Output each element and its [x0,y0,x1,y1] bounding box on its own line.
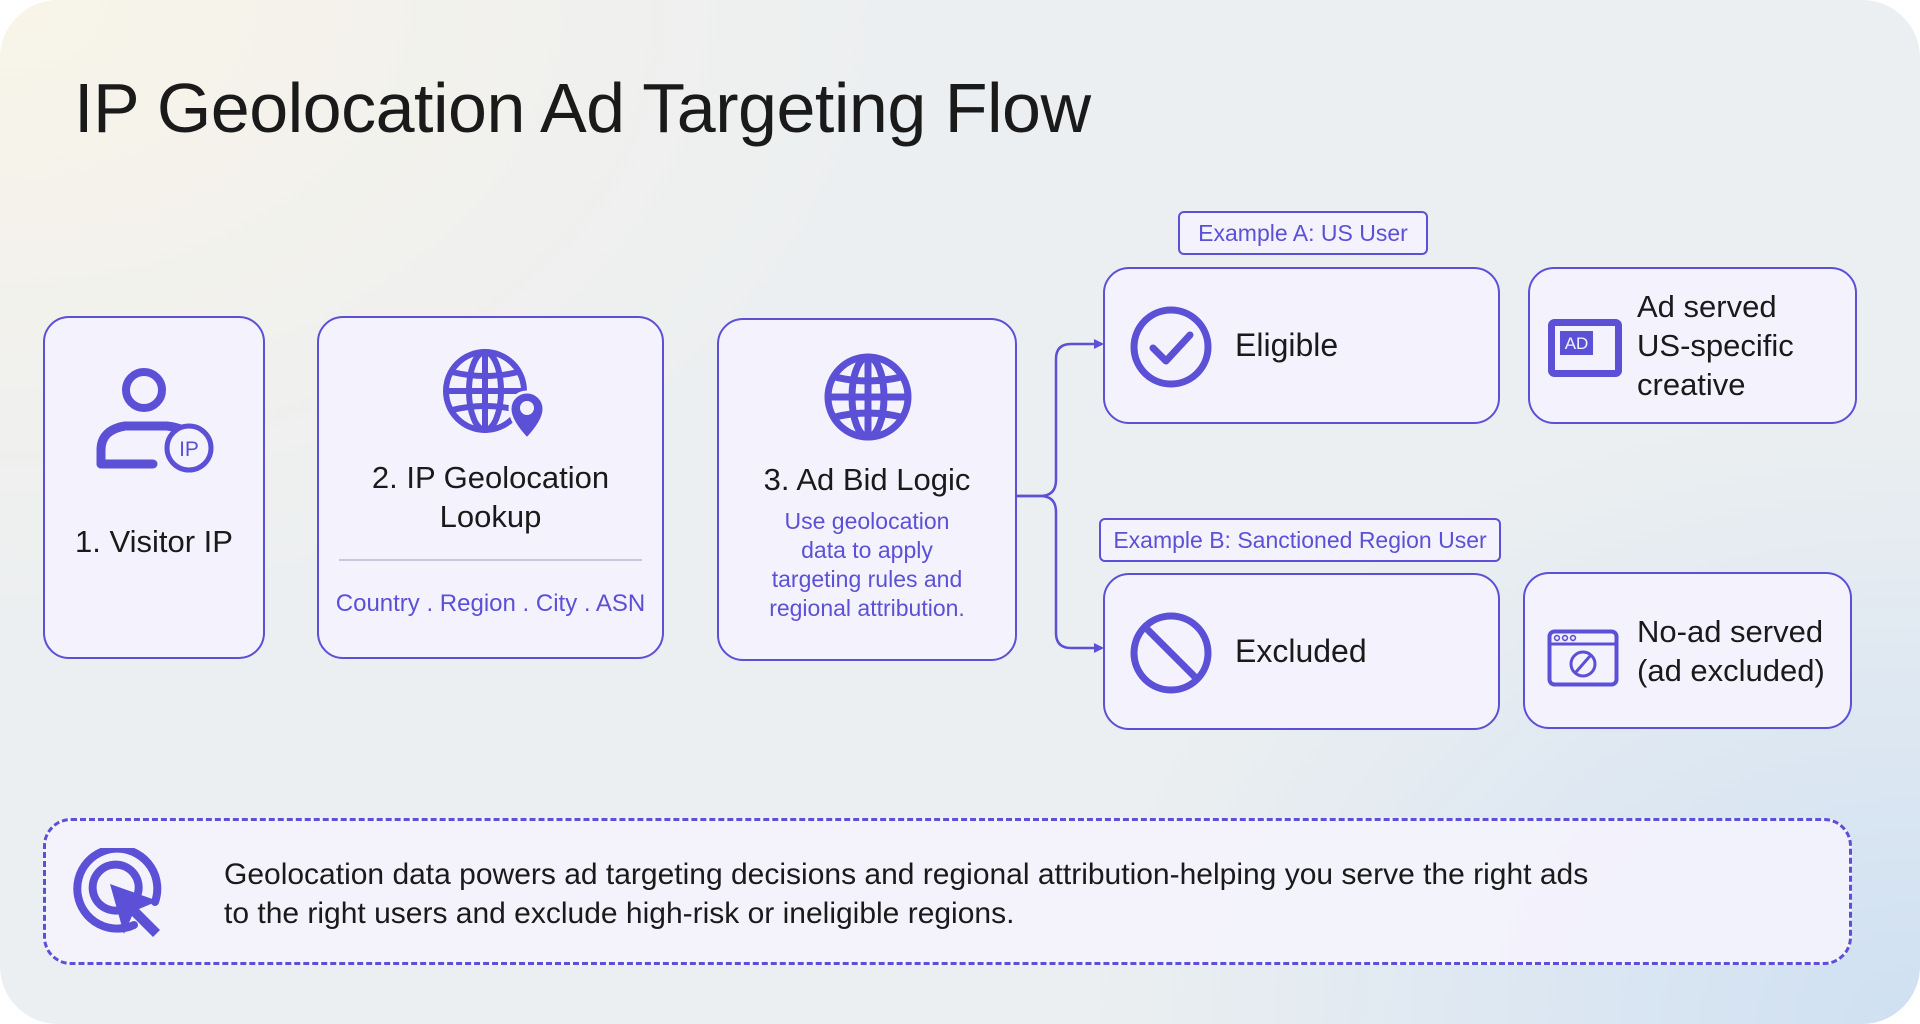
excluded-label: Excluded [1235,633,1367,669]
step-3-description: Use geolocation data to apply targeting … [719,507,1015,623]
summary-line-1: Geolocation data powers ad targeting dec… [224,858,1589,891]
summary-line-2: to the right users and exclude high-risk… [224,897,1015,930]
no-ad-text: No-ad served (ad excluded) [1637,612,1825,690]
step-2-fields: Country . Region . City . ASN [335,590,646,617]
step-visitor-ip: IP 1. Visitor IP [43,316,265,659]
target-cursor-icon [73,848,162,937]
excluded-status-box: Excluded [1103,573,1500,730]
eligible-status-box: Eligible [1103,267,1500,424]
globe-icon [824,353,912,441]
step-3-desc-line-3: targeting rules and [771,566,963,592]
step-1-label: 1. Visitor IP [75,524,233,559]
eligible-label: Eligible [1235,327,1339,363]
step-2-label-line-1: 2. IP Geolocation [371,460,610,495]
ad-served-line-2: US-specific [1637,328,1794,363]
blocked-icon [1130,612,1212,694]
summary-callout: Geolocation data powers ad targeting dec… [43,818,1852,965]
step-3-desc-line-2: data to apply [801,537,933,563]
user-ip-icon: IP [96,368,214,473]
diagram-title: IP Geolocation Ad Targeting Flow [74,69,1091,147]
no-ad-line-1: No-ad served [1637,614,1824,649]
browser-blocked-icon [1547,629,1619,687]
ad-badge-text: AD [1565,334,1589,353]
ad-served-outcome-box: AD Ad served US-specific creative [1528,267,1857,424]
ad-served-line-1: Ad served [1637,289,1777,324]
example-a-tag: Example A: US User [1178,211,1428,255]
ad-served-text: Ad served US-specific creative [1637,287,1794,404]
ad-badge-icon: AD [1548,319,1622,377]
connector-step3-excluded [1017,494,1104,653]
no-ad-line-2: (ad excluded) [1637,653,1825,688]
check-circle-icon [1130,306,1212,388]
example-b-tag: Example B: Sanctioned Region User [1099,518,1501,562]
step-3-label: 3. Ad Bid Logic [763,462,971,497]
step-3-desc-line-1: Use geolocation [784,508,950,534]
step-ad-bid-logic: 3. Ad Bid Logic Use geolocation data to … [717,318,1017,661]
ad-served-line-3: creative [1637,367,1746,402]
step-2-label: 2. IP Geolocation Lookup [319,458,662,536]
step-ip-geolocation-lookup: 2. IP Geolocation Lookup Country . Regio… [317,316,664,659]
globe-pin-icon [443,349,546,442]
step-2-divider [339,559,642,561]
ip-badge-text: IP [179,438,199,461]
no-ad-outcome-box: No-ad served (ad excluded) [1523,572,1852,729]
connector-step3-eligible [1017,339,1104,498]
summary-text: Geolocation data powers ad targeting dec… [224,855,1784,933]
step-2-label-line-2: Lookup [439,499,542,534]
step-3-desc-line-4: regional attribution. [769,595,965,621]
